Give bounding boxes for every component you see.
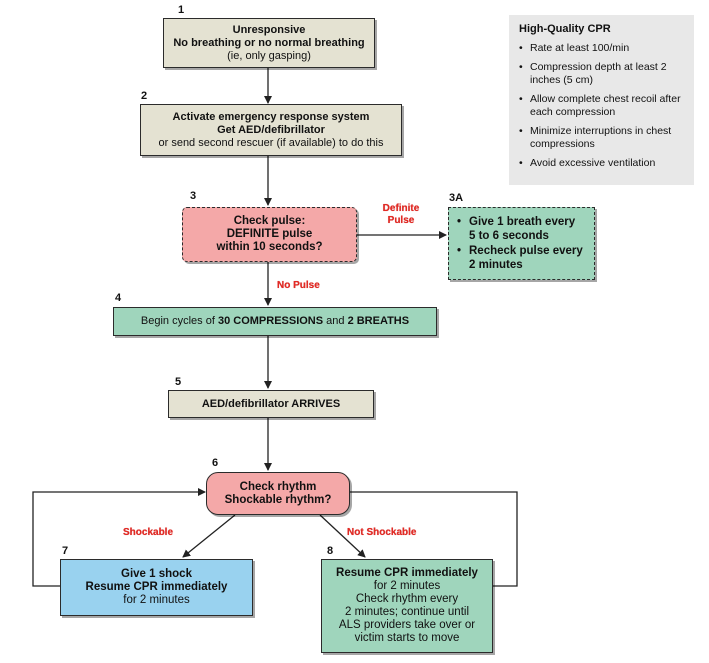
step-1-box: Unresponsive No breathing or no normal b… [163,18,375,68]
step-8-box: Resume CPR immediately for 2 minutes Che… [321,559,493,653]
hq-item: Compression depth at least 2 inches (5 c… [519,61,684,87]
step-7-line-2: Resume CPR immediately [85,581,228,593]
step-6-box: Check rhythm Shockable rhythm? [206,472,350,515]
hq-item: Minimize interruptions in chest compress… [519,125,684,151]
step-2-line-3: or send second rescuer (if available) to… [158,136,384,149]
step-number-2: 2 [141,90,148,102]
loop-7-to-6 [32,488,206,587]
step-5-line-1: AED/defibrillator ARRIVES [201,397,341,410]
step-5-box: AED/defibrillator ARRIVES [168,390,374,418]
step-number-6: 6 [212,457,219,469]
loop-8-to-6 [339,488,518,587]
step-2-box: Activate emergency response system Get A… [140,104,402,156]
step-7-box: Give 1 shock Resume CPR immediately for … [60,559,253,616]
step-1-line-3: (ie, only gasping) [227,49,311,62]
hq-item: Avoid excessive ventilation [519,157,684,170]
step-number-5: 5 [175,376,182,388]
step-4-text: Begin cycles of 30 COMPRESSIONS and 2 BR… [140,315,410,327]
high-quality-cpr-title: High-Quality CPR [519,23,611,35]
step-8-line-2: for 2 minutes [373,580,441,592]
step-2-line-2: Get AED/defibrillator [217,123,325,136]
label-definite-pulse-line-1: Definite [382,203,420,214]
step-number-8: 8 [327,545,334,557]
label-definite-pulse: Definite Pulse [370,203,432,227]
step-3-line-2: DEFINITE pulse [226,228,313,240]
step-8-line-3: Check rhythm every [355,593,459,605]
step-6-line-2: Shockable rhythm? [224,493,332,506]
step-1-line-1: Unresponsive [232,23,306,36]
step-7-line-3: for 2 minutes [123,594,190,606]
step-8-line-5: ALS providers take over or [338,619,476,631]
high-quality-cpr-panel: High-Quality CPR Rate at least 100/min C… [509,15,694,185]
step-number-3: 3 [190,190,197,202]
arrow-6-to-7 [182,514,236,558]
step-6-line-1: Check rhythm [239,480,317,493]
high-quality-cpr-list: Rate at least 100/min Compression depth … [519,42,684,170]
step-number-3a: 3A [449,192,464,204]
step-1-line-2: No breathing or no normal breathing [173,36,365,49]
step-8-line-6: victim starts to move [354,632,460,644]
step-7-line-1: Give 1 shock [121,568,192,580]
step-number-1: 1 [178,4,185,16]
step-8-line-1: Resume CPR immediately [336,567,478,579]
step-2-line-1: Activate emergency response system [172,110,370,123]
step-4-box: Begin cycles of 30 COMPRESSIONS and 2 BR… [113,307,437,336]
step-3-box: Check pulse: DEFINITE pulse within 10 se… [182,207,357,262]
hq-item: Allow complete chest recoil after each c… [519,93,684,119]
step-number-7: 7 [62,545,69,557]
step-8-line-4: 2 minutes; continue until [344,606,470,618]
label-definite-pulse-line-2: Pulse [387,215,415,226]
hq-item: Rate at least 100/min [519,42,684,55]
label-not-shockable: Not Shockable [347,527,417,538]
arrow-6-to-8 [319,514,366,558]
step-3-line-3: within 10 seconds? [216,241,323,253]
label-no-pulse: No Pulse [277,280,320,291]
step-3-line-1: Check pulse: [233,215,306,227]
label-shockable: Shockable [123,527,174,538]
step-number-4: 4 [115,292,122,304]
